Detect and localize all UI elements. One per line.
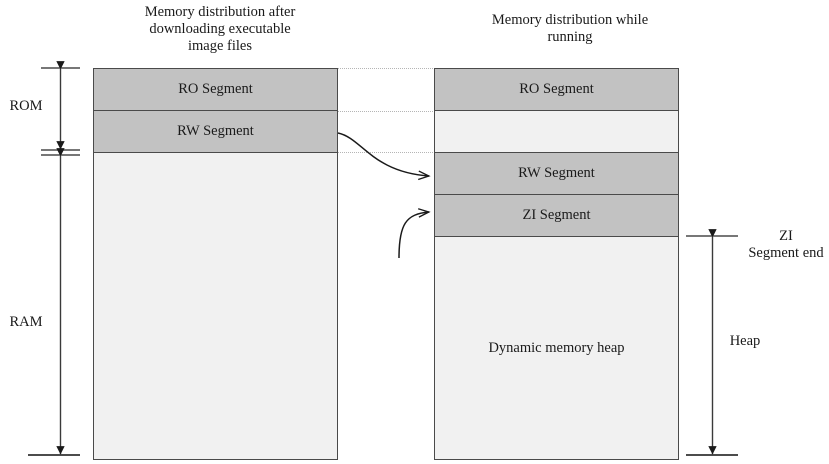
right-segment-heap-label: Dynamic memory heap bbox=[488, 339, 625, 356]
left-segment-ro-label: RO Segment bbox=[178, 81, 253, 97]
zi-segment-end-label: ZI Segment end bbox=[748, 228, 824, 261]
right-segment-zi-label: ZI Segment bbox=[522, 207, 591, 223]
left-diagram-title: Memory distribution after downloading ex… bbox=[144, 4, 296, 54]
guide-line-rw-bottom bbox=[337, 152, 435, 153]
zi-creation-arrow bbox=[398, 212, 429, 259]
right-diagram-title: Memory distribution while running bbox=[491, 12, 649, 45]
right-segment-rw-label: RW Segment bbox=[518, 165, 595, 181]
ram-axis-label: RAM bbox=[9, 314, 43, 330]
right-segment-ro-label: RO Segment bbox=[519, 81, 594, 97]
left-segment-rw: RW Segment bbox=[93, 110, 338, 153]
right-segment-zi: ZI Segment bbox=[434, 194, 679, 237]
right-segment-ro: RO Segment bbox=[434, 68, 679, 111]
rom-axis-label: ROM bbox=[9, 98, 43, 114]
left-segment-free bbox=[93, 152, 338, 460]
guide-line-ro-bottom bbox=[337, 111, 435, 112]
right-segment-gap bbox=[434, 110, 679, 153]
right-segment-heap: Dynamic memory heap bbox=[434, 236, 679, 460]
left-segment-ro: RO Segment bbox=[93, 68, 338, 111]
guide-line-top bbox=[337, 68, 435, 69]
left-segment-rw-label: RW Segment bbox=[177, 123, 254, 139]
heap-axis-label: Heap bbox=[729, 333, 761, 349]
rw-relocation-arrow bbox=[337, 132, 429, 176]
right-segment-rw: RW Segment bbox=[434, 152, 679, 195]
